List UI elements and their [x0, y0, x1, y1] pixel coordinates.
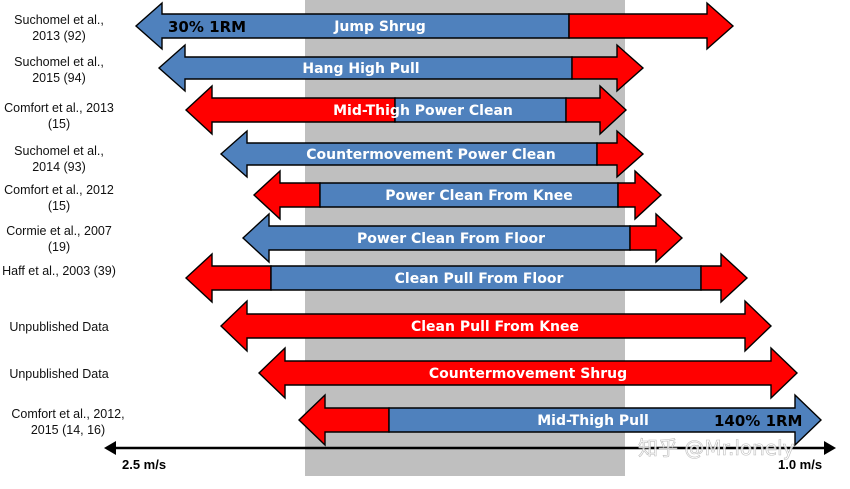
row-label-10: Comfort et al., 2012, 2015 (14, 16) — [11, 407, 125, 437]
axis-left-label: 2.5 m/s — [122, 457, 167, 472]
arrow-clean-pull-from-floor-seg-3 — [700, 252, 749, 304]
exercise-label-countermovement-power-clean: Countermovement Power Clean — [306, 147, 555, 163]
exercise-label-countermovement-shrug: Countermovement Shrug — [429, 366, 627, 382]
arrow-countermovement-shrug-seg-1 — [257, 346, 799, 400]
row-label-3: Comfort et al., 2013 (15) — [4, 101, 114, 131]
arrow-power-clean-from-floor-seg-2 — [629, 212, 684, 264]
arrow-hang-high-pull-seg-2 — [571, 43, 645, 93]
intensity-label-left: 30% 1RM — [168, 18, 246, 36]
exercise-label-hang-high-pull: Hang High Pull — [302, 61, 419, 77]
arrow-clean-pull-from-knee-seg-1 — [219, 299, 773, 353]
watermark-text: 知乎 @Mr.lonely — [638, 436, 795, 460]
row-label-7: Haff et al., 2003 (39) — [2, 264, 116, 278]
arrow-mid-thigh-pull-seg-2 — [388, 393, 823, 447]
row-label-5: Comfort et al., 2012 (15) — [4, 183, 114, 213]
row-label-4: Suchomel et al., 2014 (93) — [14, 144, 104, 174]
exercise-label-power-clean-from-floor: Power Clean From Floor — [357, 231, 545, 247]
exercise-label-clean-pull-from-knee: Clean Pull From Knee — [411, 319, 579, 335]
exercise-label-power-clean-from-knee: Power Clean From Knee — [385, 188, 572, 204]
axis-left-arrowhead — [104, 441, 116, 455]
exercise-label-jump-shrug: Jump Shrug — [333, 19, 426, 35]
row-label-9: Unpublished Data — [9, 367, 109, 381]
row-label-6: Cormie et al., 2007 (19) — [6, 224, 112, 254]
exercise-label-mid-thigh-pull: Mid-Thigh Pull — [537, 413, 649, 429]
row-label-8: Unpublished Data — [9, 320, 109, 334]
row-label-2: Suchomel et al., 2015 (94) — [14, 55, 104, 85]
arrow-jump-shrug-seg-2 — [568, 1, 735, 51]
arrow-countermovement-power-clean-seg-2 — [596, 129, 645, 179]
exercise-label-clean-pull-from-floor: Clean Pull From Floor — [395, 271, 564, 287]
arrow-power-clean-from-knee-seg-3 — [617, 169, 663, 221]
arrow-clean-pull-from-floor-seg-1 — [184, 252, 272, 304]
intensity-label-right: 140% 1RM — [714, 412, 802, 430]
arrow-mid-thigh-power-clean-seg-3 — [565, 84, 628, 136]
row-label-1: Suchomel et al., 2013 (92) — [14, 13, 104, 43]
axis-right-arrowhead — [824, 441, 836, 455]
exercise-label-mid-thigh-power-clean: Mid-Thigh Power Clean — [333, 103, 513, 119]
axis-right-label: 1.0 m/s — [778, 457, 823, 472]
